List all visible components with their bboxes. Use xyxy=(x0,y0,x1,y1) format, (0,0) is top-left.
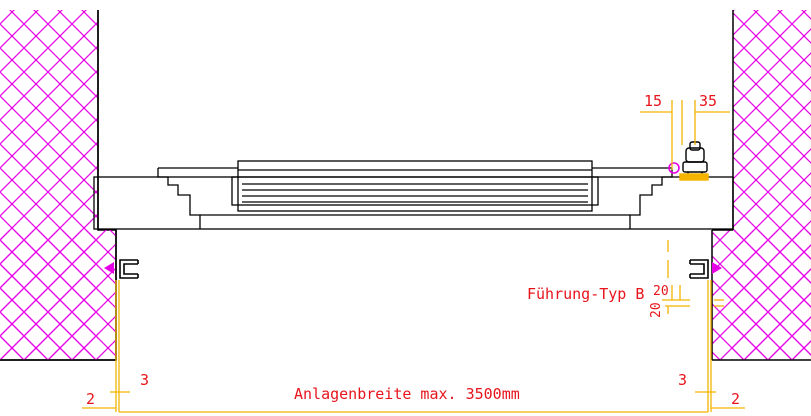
dim-20-horizontal-label: 20 xyxy=(653,284,669,299)
right-guide-rail xyxy=(689,259,709,279)
right-wall xyxy=(711,10,811,361)
system-width-label: Anlagenbreite max. 3500mm xyxy=(294,385,520,403)
left-rail-arrow xyxy=(104,262,114,274)
left-guide-rail xyxy=(119,259,139,279)
dim-3-left-label: 3 xyxy=(140,371,149,389)
right-rail-arrow xyxy=(712,262,722,274)
dim-15-label: 15 xyxy=(644,92,662,110)
axis-marker xyxy=(668,162,680,174)
guide-type-label: Führung-Typ B xyxy=(527,285,644,303)
left-wall xyxy=(0,10,117,361)
motor-symbol xyxy=(679,141,709,181)
lintel-housing xyxy=(93,160,734,230)
dim-35-label: 35 xyxy=(699,92,717,110)
dim-2-left-label: 2 xyxy=(86,390,95,408)
dimension-lines xyxy=(82,100,745,413)
dim-20-vertical-label: 20 xyxy=(649,302,664,318)
dim-2-right-label: 2 xyxy=(731,390,740,408)
dim-3-right-label: 3 xyxy=(678,371,687,389)
